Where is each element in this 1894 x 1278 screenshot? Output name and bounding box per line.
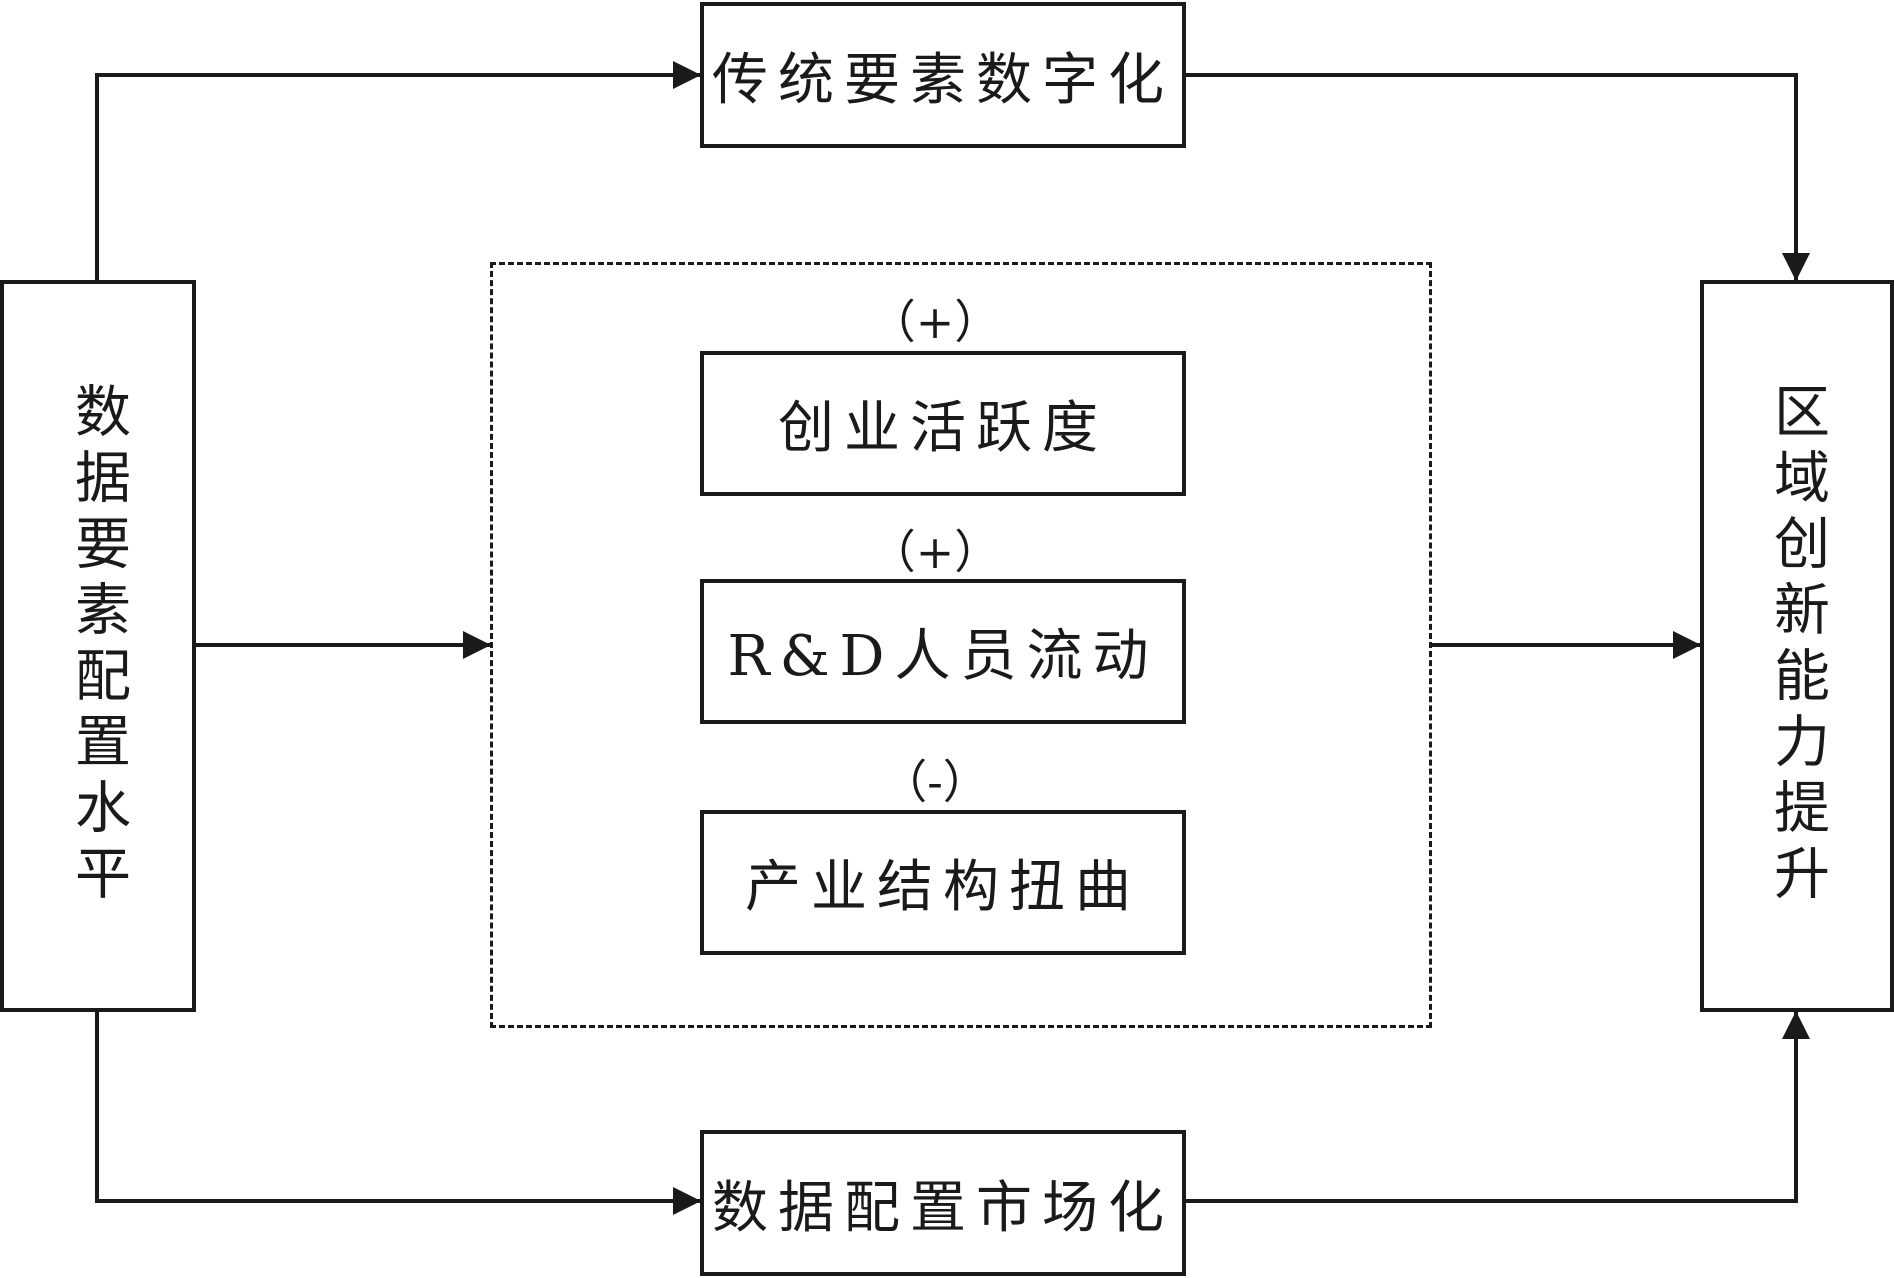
source-label: 数据要素配置水平 [65, 382, 131, 910]
digitalization-label: 传统要素数字化 [712, 47, 1174, 113]
entrepreneurship-box: 创业活跃度 [700, 351, 1186, 496]
source-box: 数据要素配置水平 [0, 280, 196, 1012]
mechanism-group [490, 262, 1432, 1028]
arrow-source-to-digitalization [95, 61, 701, 280]
digitalization-box: 传统要素数字化 [700, 2, 1186, 148]
arrow-source-to-marketization [95, 1012, 701, 1215]
entrepreneurship-effect: （+） [869, 295, 1001, 349]
arrow-marketization-to-target [1186, 1011, 1810, 1203]
entrepreneurship-label: 创业活跃度 [778, 396, 1108, 461]
distortion-effect: （-） [881, 755, 989, 809]
distortion-label: 产业结构扭曲 [745, 855, 1141, 920]
target-label: 区域创新能力提升 [1764, 382, 1830, 910]
arrow-digitalization-to-target [1186, 73, 1810, 281]
rd-mobility-label: R&D人员流动 [727, 624, 1159, 689]
target-box: 区域创新能力提升 [1700, 280, 1894, 1012]
rd-mobility-effect: （+） [869, 525, 1001, 579]
marketization-box: 数据配置市场化 [700, 1130, 1186, 1276]
rd-mobility-box: R&D人员流动 [700, 579, 1186, 724]
distortion-box: 产业结构扭曲 [700, 810, 1186, 955]
marketization-label: 数据配置市场化 [712, 1175, 1174, 1241]
